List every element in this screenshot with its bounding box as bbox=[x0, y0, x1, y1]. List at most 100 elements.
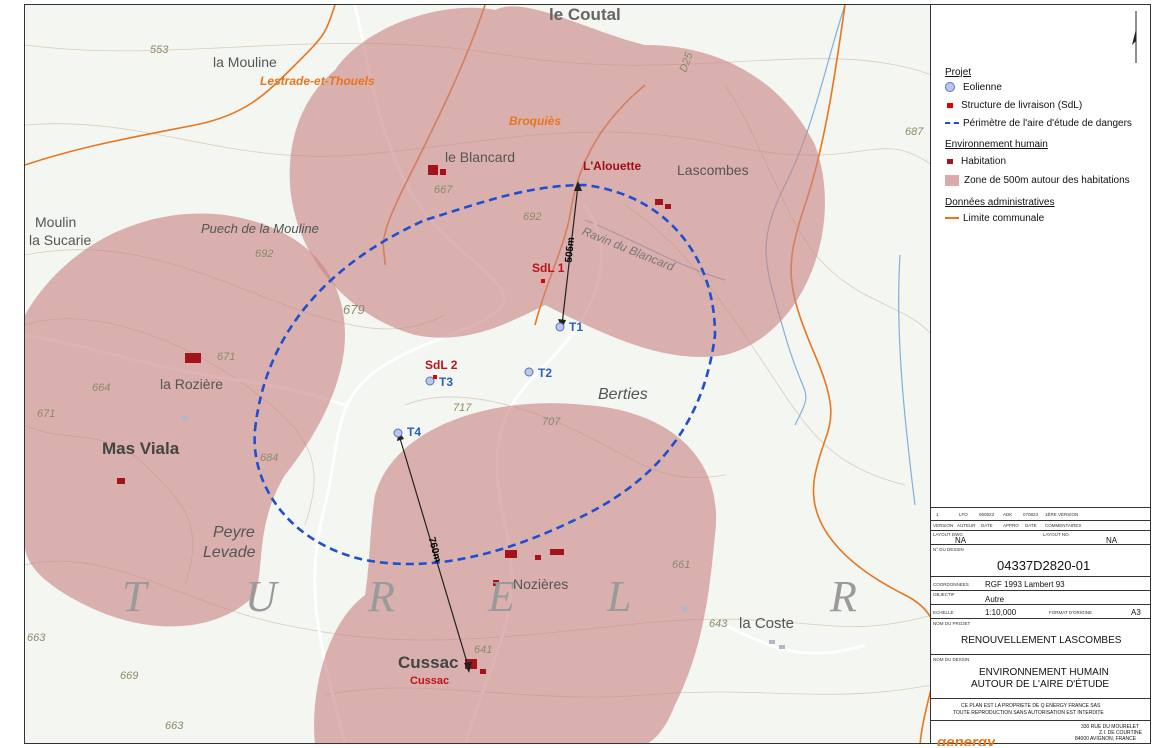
field-label: ECHELLE bbox=[933, 610, 954, 615]
altitude: 669 bbox=[120, 670, 139, 682]
drawing-name-row: NOM DU DESSIN ENVIRONNEMENT HUMAIN AUTOU… bbox=[931, 654, 1150, 699]
note-line1: CE PLAN EST LA PROPRIETE DE Q ENERGY FRA… bbox=[961, 703, 1101, 709]
area-letter: R bbox=[368, 572, 395, 621]
address-line: 84000 AVIGNON, FRANCE bbox=[1075, 736, 1137, 742]
legend-heading-env: Environnement humain bbox=[945, 139, 1048, 150]
turbine-label-t3[interactable]: T3 bbox=[439, 375, 454, 389]
layout-dwg-value: NA bbox=[955, 536, 967, 545]
altitude: 707 bbox=[542, 416, 561, 428]
legend-label: Structure de livraison (SdL) bbox=[961, 100, 1083, 111]
coord-value: RGF 1993 Lambert 93 bbox=[985, 580, 1065, 589]
zone-swatch-icon bbox=[945, 175, 959, 186]
commune-line-icon bbox=[945, 217, 959, 220]
place-mas-viala: Mas Viala bbox=[102, 439, 180, 458]
habitation-zones bbox=[25, 6, 825, 743]
turbine-icon bbox=[945, 82, 955, 93]
habitation-icon bbox=[947, 158, 953, 164]
revision-row: 1 LFO 050823 ADK 070823 1ÈRE VERSION bbox=[931, 507, 1150, 521]
distance-lines bbox=[398, 184, 579, 670]
commune-lestrade: Lestrade-et-Thouels bbox=[260, 74, 375, 88]
label-alouette: L'Alouette bbox=[583, 159, 642, 173]
legend-heading-projet: Projet bbox=[945, 67, 972, 78]
altitude: 641 bbox=[474, 644, 493, 656]
company-block: 330 RUE DU MOURELET Z.I. DE COURTINE 840… bbox=[931, 720, 1150, 746]
field-label: N° DU DESSIN bbox=[933, 547, 964, 552]
rev-head: APPRO bbox=[1003, 523, 1019, 528]
rev-appro: ADK bbox=[1003, 512, 1013, 517]
altitude: 692 bbox=[523, 211, 542, 223]
area-letter: E bbox=[488, 572, 515, 621]
project-name: RENOUVELLEMENT LASCOMBES bbox=[961, 635, 1122, 646]
rev-date: 050823 bbox=[979, 512, 995, 517]
rev-date2: 070823 bbox=[1023, 512, 1039, 517]
altitude: 553 bbox=[150, 44, 169, 56]
area-letter: L bbox=[607, 572, 632, 621]
field-label: OBJECTIF bbox=[933, 592, 955, 597]
altitude: 671 bbox=[217, 351, 236, 363]
objectif-value: Autre bbox=[985, 595, 1005, 604]
place-la-sucarie: la Sucarie bbox=[29, 232, 92, 248]
legend-panel: Projet Eolienne Structure de livraison (… bbox=[931, 4, 1151, 746]
rev-head: COMMENTAIRES bbox=[1045, 523, 1082, 528]
place-moulin: Moulin bbox=[35, 214, 77, 230]
study-perimeter bbox=[253, 183, 717, 566]
legend-label: Zone de 500m autour des habitations bbox=[964, 175, 1130, 187]
map-canvas bbox=[25, 5, 930, 743]
field-label: LAYOUT DWG bbox=[933, 532, 963, 537]
north-arrow-icon bbox=[1132, 11, 1137, 63]
altitude: 671 bbox=[37, 408, 56, 420]
place-puech-de-la-mouline: Puech de la Mouline bbox=[201, 221, 319, 236]
rev-head: VERSION bbox=[933, 523, 954, 528]
field-label: FORMAT D'ORIGINE bbox=[1049, 610, 1092, 615]
altitude: 687 bbox=[905, 126, 924, 138]
legend-item-sdl: Structure de livraison (SdL) bbox=[945, 100, 1082, 111]
dashed-line-icon bbox=[945, 122, 959, 125]
scale-value: 1:10,000 bbox=[985, 608, 1017, 617]
format-value: A3 bbox=[1131, 608, 1141, 617]
scale-row: ECHELLE 1:10,000 FORMAT D'ORIGINE A3 bbox=[931, 604, 1150, 619]
place-peyre: Peyre bbox=[213, 524, 255, 541]
sdl-markers bbox=[433, 279, 545, 379]
sdl-label-1[interactable]: SdL 1 bbox=[532, 261, 565, 275]
turbine-label-t1[interactable]: T1 bbox=[569, 320, 584, 334]
turbine-label-t2[interactable]: T2 bbox=[538, 366, 553, 380]
altitude: 667 bbox=[434, 184, 453, 196]
place-lascombes: Lascombes bbox=[677, 162, 749, 178]
field-label: COORDONNEES bbox=[933, 582, 969, 587]
commune-broquies: Broquiès bbox=[509, 114, 562, 128]
altitude: 679 bbox=[343, 302, 365, 317]
place-la-mouline: la Mouline bbox=[213, 54, 277, 70]
layout-row: LAYOUT DWG NA LAYOUT NO. NA bbox=[931, 530, 1150, 545]
turbine-label-t4[interactable]: T4 bbox=[407, 425, 422, 439]
drawing-name-line2: AUTOUR DE L'AIRE D'ÉTUDE bbox=[971, 679, 1110, 690]
rev-version: 1 bbox=[936, 512, 939, 517]
field-label: NOM DU PROJET bbox=[933, 621, 971, 626]
rev-head: DATE bbox=[1025, 523, 1037, 528]
sdl-label-2[interactable]: SdL 2 bbox=[425, 358, 458, 372]
area-letter: T bbox=[122, 572, 147, 621]
place-la-roziere: la Rozière bbox=[160, 376, 224, 392]
rev-head: DATE bbox=[981, 523, 993, 528]
legend-item-zone: Zone de 500m autour des habitations bbox=[945, 175, 1130, 186]
map-view[interactable]: le Coutal la Mouline le Blancard Lascomb… bbox=[24, 4, 931, 744]
commune-cussac: Cussac bbox=[410, 675, 450, 687]
revision-header: VERSION AUTEUR DATE APPRO DATE COMMENTAI… bbox=[931, 520, 1150, 531]
legend-label: Habitation bbox=[961, 156, 1007, 167]
legend-item-habitation: Habitation bbox=[945, 156, 1006, 167]
rev-comment: 1ÈRE VERSION bbox=[1045, 512, 1079, 517]
altitude: 643 bbox=[709, 618, 728, 630]
altitude: 663 bbox=[27, 632, 46, 644]
address-line: 330 RUE DU MOURELET bbox=[1081, 724, 1140, 730]
drawing-name-line1: ENVIRONNEMENT HUMAIN bbox=[979, 667, 1109, 678]
altitude: 717 bbox=[453, 402, 472, 414]
legend-item-limite: Limite communale bbox=[945, 213, 1044, 224]
coord-row: COORDONNEES RGF 1993 Lambert 93 bbox=[931, 576, 1150, 591]
ownership-note: CE PLAN EST LA PROPRIETE DE Q ENERGY FRA… bbox=[931, 698, 1150, 721]
legend-item-perimetre: Périmètre de l'aire d'étude de dangers bbox=[945, 118, 1132, 129]
field-label: NOM DU DESSIN bbox=[933, 657, 970, 662]
legend-heading-admin: Données administratives bbox=[945, 197, 1055, 208]
place-la-coste: la Coste bbox=[739, 615, 795, 632]
place-le-blancard: le Blancard bbox=[445, 149, 516, 165]
altitude: 684 bbox=[260, 452, 279, 464]
legend-label: Eolienne bbox=[963, 82, 1002, 93]
